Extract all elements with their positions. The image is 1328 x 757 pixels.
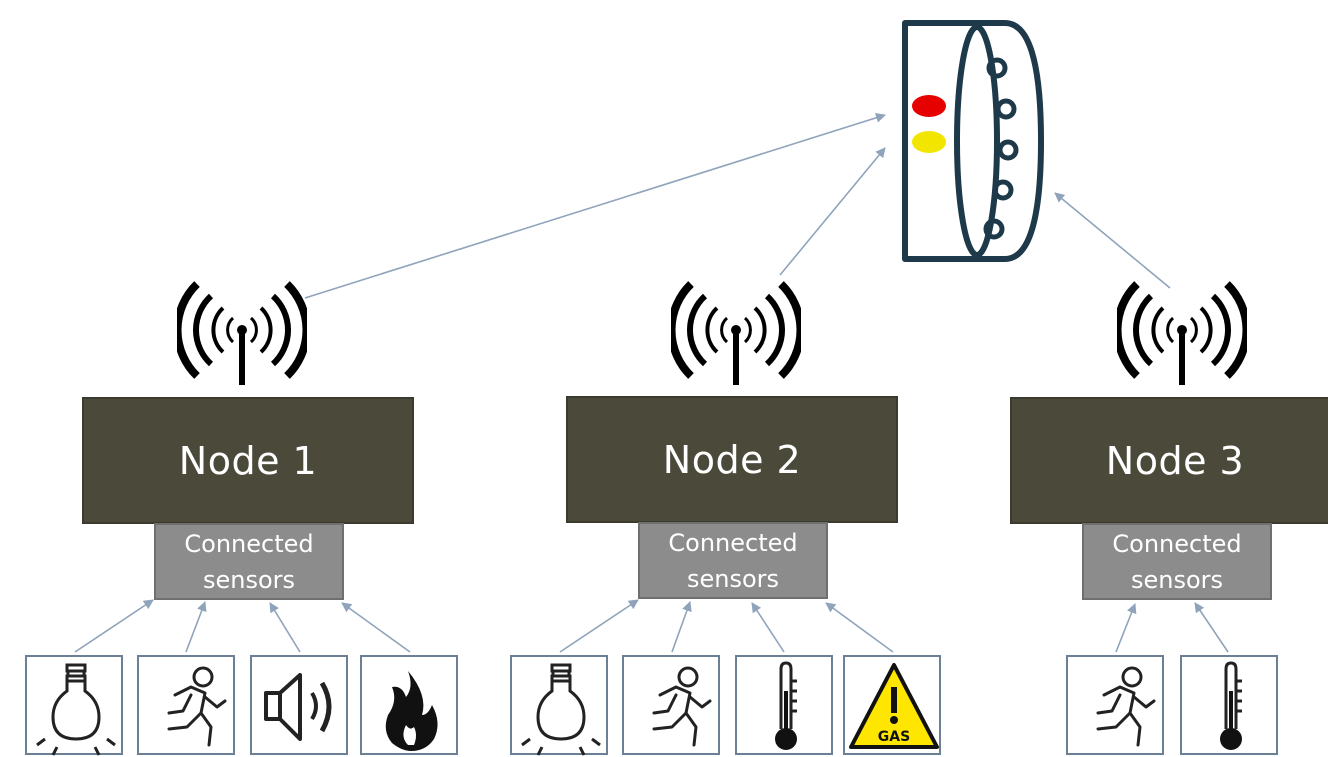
sensor-label-line2: sensors [1130, 565, 1224, 594]
node-box-2: Node 2 [566, 396, 898, 523]
sensor-tile [360, 655, 458, 755]
sensor-label-line1: Connected [1112, 529, 1242, 558]
link-sensor-arrow [825, 602, 894, 653]
thermometer-icon [1220, 661, 1242, 750]
sensor-tile [25, 655, 123, 756]
node-box-1: Node 1 [82, 397, 414, 524]
running-person-icon [1096, 666, 1156, 747]
node-title: Node 3 [1105, 438, 1245, 483]
lightbulb-icon [36, 663, 116, 756]
link-sensor-arrow [269, 602, 301, 653]
gas-warning-icon: GAS [849, 663, 939, 749]
connected-sensors-box-1: Connected sensors [154, 523, 344, 600]
speaker-icon [264, 673, 332, 741]
node-title: Node 1 [178, 438, 318, 483]
gas-sign-text: GAS [878, 729, 910, 745]
yellow-led-icon [912, 131, 946, 153]
link-sensor-arrow [185, 601, 207, 653]
sensor-tile [622, 655, 720, 755]
sensor-label-line2: sensors [686, 564, 780, 593]
wireless-antenna-icon [177, 281, 307, 385]
sensor-label-line1: Connected [668, 528, 798, 557]
link-sensor-arrow [751, 602, 785, 653]
wireless-antenna-icon [1117, 281, 1247, 385]
connected-sensors-box-2: Connected sensors [638, 522, 828, 599]
link-sensor-arrow [671, 601, 692, 653]
link-sensor-arrow [559, 599, 639, 653]
running-person-icon [652, 666, 712, 747]
link-sensor-arrow [1115, 603, 1137, 653]
red-led-icon [912, 95, 946, 117]
link-node2-gateway [779, 147, 886, 276]
sensor-label-line1: Connected [184, 529, 314, 558]
wristband-gateway-icon [902, 20, 1044, 262]
link-node3-gateway [1054, 192, 1171, 289]
connected-sensors-box-3: Connected sensors [1082, 523, 1272, 600]
link-sensor-arrow [74, 599, 154, 653]
link-sensor-arrow [341, 602, 411, 653]
sensor-tile [250, 655, 348, 755]
wireless-antenna-icon [671, 281, 801, 385]
link-node1-gateway [304, 112, 886, 299]
sensor-tile [1066, 655, 1164, 755]
thermometer-icon [775, 661, 797, 750]
sensor-label-line2: sensors [202, 565, 296, 594]
flame-icon [385, 671, 438, 751]
sensor-tile [1180, 655, 1278, 755]
sensor-tile: GAS [843, 655, 941, 755]
node-box-3: Node 3 [1010, 397, 1328, 524]
link-sensor-arrow [1194, 602, 1229, 653]
sensor-tile [510, 655, 608, 756]
running-person-icon [167, 666, 227, 747]
node-title: Node 2 [662, 437, 802, 482]
lightbulb-icon [521, 663, 601, 756]
sensor-tile [735, 655, 833, 755]
sensor-tile [137, 655, 235, 755]
